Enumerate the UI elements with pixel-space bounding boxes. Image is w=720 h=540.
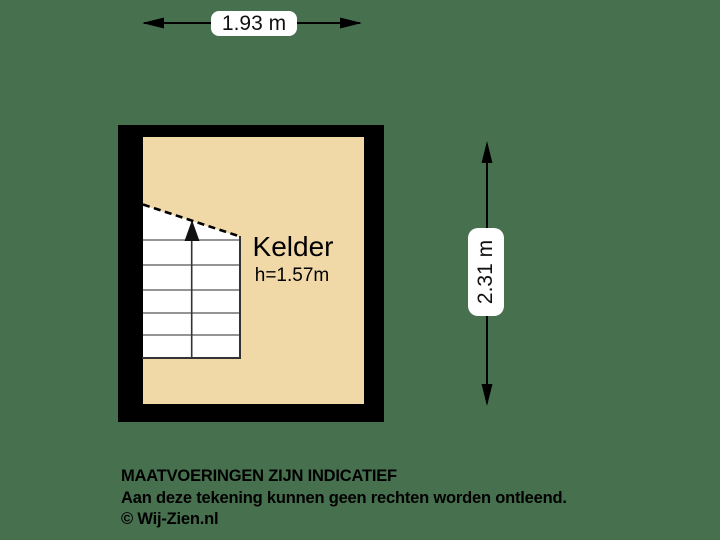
arrow-down-head-icon (481, 384, 493, 406)
disclaimer-footer: MAATVOERINGEN ZIJN INDICATIEF Aan deze t… (121, 466, 567, 531)
width-dimension-value: 1.93 m (221, 11, 287, 35)
arrow-left-head-icon (142, 17, 164, 29)
room-ceiling-height-label: h=1.57m (254, 265, 330, 286)
disclaimer-text: Aan deze tekening kunnen geen rechten wo… (121, 488, 567, 507)
arrow-right-head-icon (340, 17, 362, 29)
height-dimension-value: 2.31 m (474, 239, 498, 305)
disclaimer-title: MAATVOERINGEN ZIJN INDICATIEF (121, 467, 397, 485)
height-dimension-label: 2.31 m (468, 228, 504, 316)
width-dimension-label: 1.93 m (211, 11, 297, 36)
copyright-text: © Wij-Zien.nl (121, 510, 219, 528)
arrow-up-head-icon (481, 141, 493, 163)
room-name-label: Kelder (252, 231, 334, 262)
